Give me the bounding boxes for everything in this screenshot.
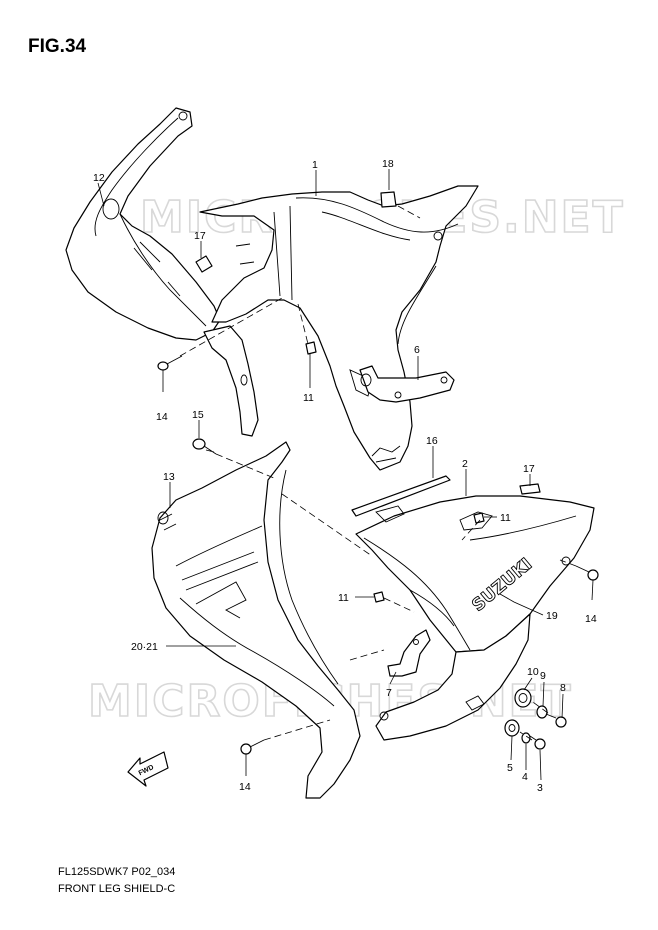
part-10-grommet: [514, 688, 532, 708]
part-bracket-tab: [203, 325, 259, 437]
callout-1: 1: [312, 159, 318, 171]
figure-code: FL125SDWK7 P02_034: [58, 866, 176, 878]
part-8-bolt: [545, 713, 567, 728]
callout-8: 8: [560, 682, 566, 694]
callout-10: 10: [527, 666, 539, 678]
callout-18: 18: [382, 158, 394, 170]
callout-11-upper: 11: [303, 392, 314, 404]
assembly-lines: [179, 205, 577, 741]
callout-3: 3: [537, 782, 543, 794]
callout-4: 4: [522, 771, 528, 783]
callout-13: 13: [163, 471, 175, 483]
leader-lines: [97, 169, 594, 781]
part-11-nut-lower: [373, 591, 385, 603]
callout-2: 2: [462, 458, 468, 470]
part-2-right-lower-cover: SUZUKI: [355, 495, 595, 653]
part-14-screw-right: [575, 565, 599, 581]
callout-7: 7: [386, 687, 392, 699]
part-13-lower-shield: [151, 441, 361, 799]
part-17-pad-lower: [519, 483, 541, 495]
part-18-clip: [380, 191, 397, 208]
part-4-collar: [521, 732, 531, 744]
callout-12: 12: [93, 172, 105, 184]
figure-title: FIG.34: [28, 36, 87, 57]
callout-15: 15: [192, 409, 204, 421]
part-7-stay: [387, 629, 431, 677]
callout-14-right: 14: [585, 613, 597, 625]
part-16-strip: [351, 475, 451, 517]
callout-11-lower: 11: [338, 592, 349, 604]
callout-14-upper: 14: [156, 411, 168, 423]
callout-17-upper: 17: [194, 230, 206, 242]
part-9-collar: [536, 705, 548, 719]
callout-19: 19: [546, 610, 558, 622]
callout-14-lower: 14: [239, 781, 251, 793]
callout-9: 9: [540, 670, 546, 682]
callout-20-21: 20·21: [131, 641, 158, 653]
part-6-bracket: [359, 365, 455, 403]
callout-16: 16: [426, 435, 438, 447]
figure-name: FRONT LEG SHIELD-C: [58, 883, 176, 895]
part-19-right-lower-shield: [375, 613, 531, 741]
callout-11-middle: 11: [500, 512, 511, 524]
part-17-pad-upper: [195, 255, 213, 273]
callout-17-lower: 17: [523, 463, 535, 475]
part-11-nut-upper: [305, 341, 317, 355]
callout-6: 6: [414, 344, 420, 356]
part-15-screw: [192, 438, 217, 455]
part-3-bolt: [529, 735, 546, 750]
part-11-nut-middle: [473, 512, 485, 524]
part-5-grommet: [504, 719, 520, 737]
forward-arrow-icon: FWD: [127, 751, 169, 787]
part-14-screw-lower: [240, 739, 265, 755]
part-14-screw-upper: [157, 355, 183, 371]
callout-5: 5: [507, 762, 513, 774]
